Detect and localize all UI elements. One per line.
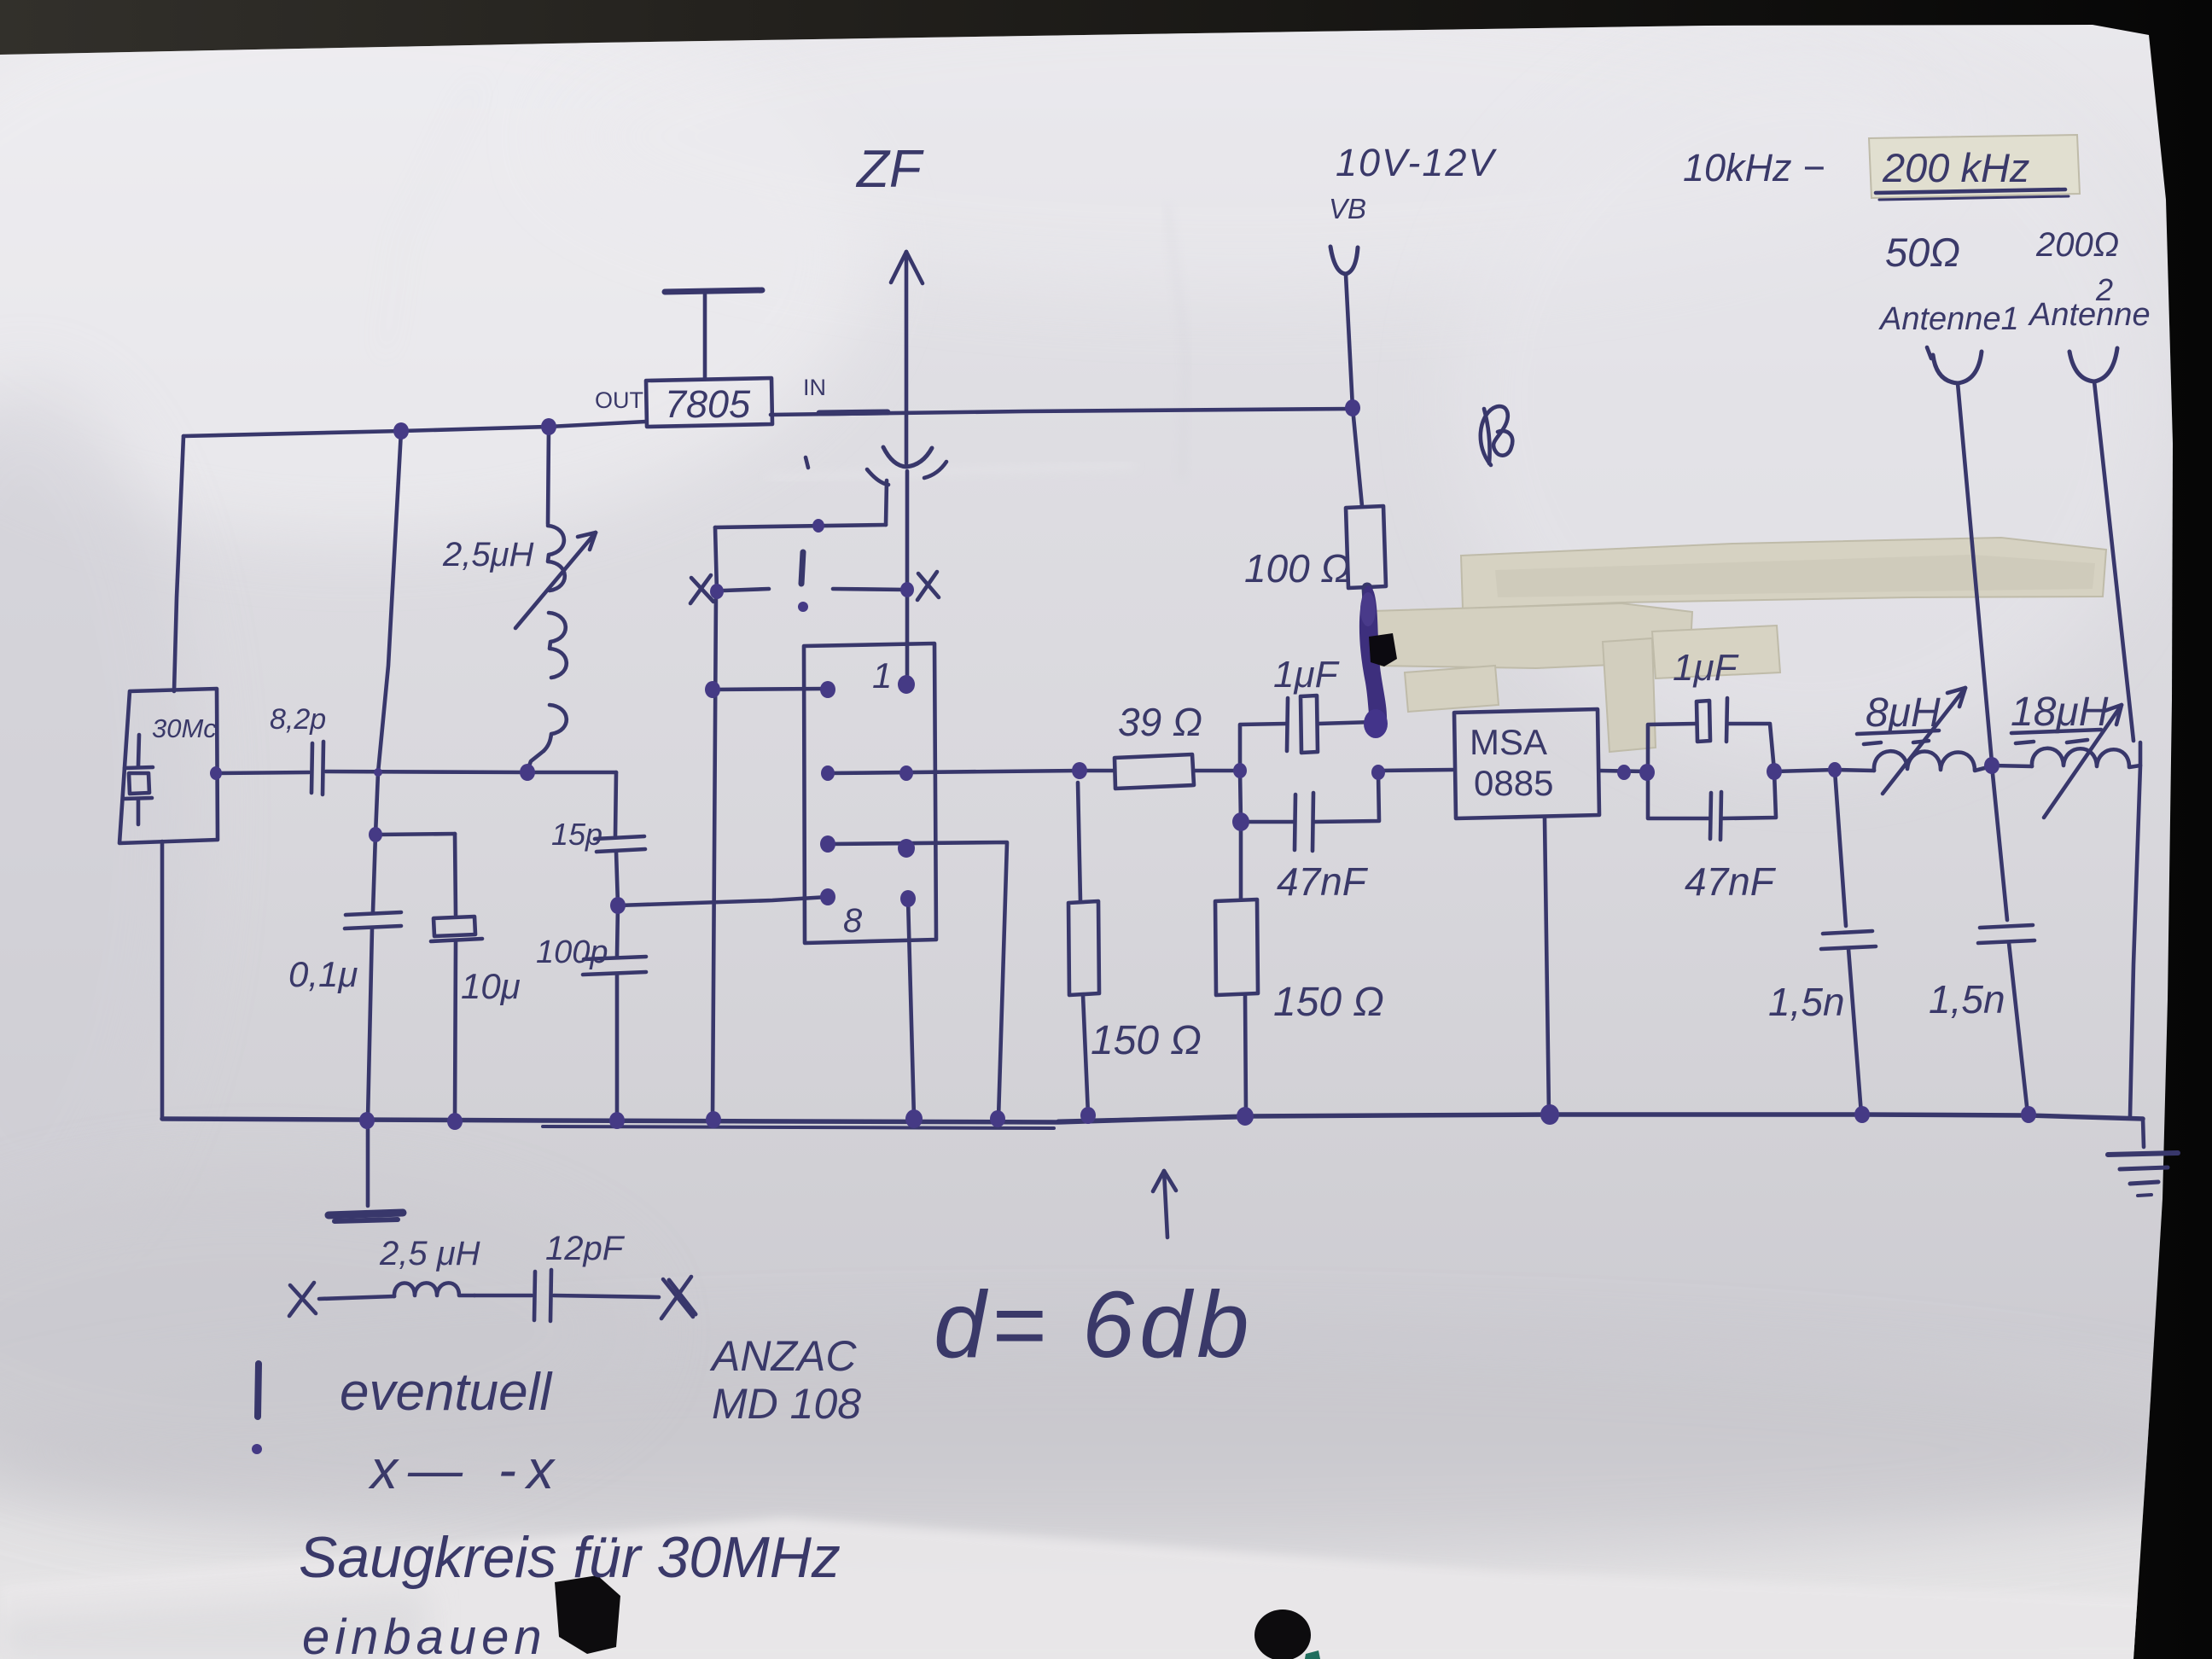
svg-text:eventuell: eventuell xyxy=(340,1363,553,1422)
svg-text:0885: 0885 xyxy=(1474,763,1553,803)
svg-text:OUT: OUT xyxy=(595,387,643,413)
svg-text:ZF: ZF xyxy=(855,140,924,199)
svg-text:Antenne: Antenne xyxy=(2028,297,2151,333)
svg-text:10V-12V: 10V-12V xyxy=(1336,141,1497,184)
svg-text:8μH: 8μH xyxy=(1866,690,1941,736)
svg-text:8: 8 xyxy=(843,902,863,940)
svg-text:d= 6db: d= 6db xyxy=(934,1272,1254,1377)
svg-text:100 Ω: 100 Ω xyxy=(1244,546,1351,591)
svg-text:IN: IN xyxy=(803,375,826,400)
svg-text:150 Ω: 150 Ω xyxy=(1273,980,1384,1025)
svg-text:Antenne1: Antenne1 xyxy=(1878,301,2019,337)
svg-text:2: 2 xyxy=(2095,272,2113,307)
svg-text:47nF: 47nF xyxy=(1685,859,1777,904)
svg-text:0,1μ: 0,1μ xyxy=(288,954,358,994)
svg-text:7805: 7805 xyxy=(665,382,751,426)
svg-text:MD 108: MD 108 xyxy=(712,1380,861,1428)
svg-text:MSA: MSA xyxy=(1470,722,1547,762)
svg-text:39 Ω: 39 Ω xyxy=(1118,700,1202,744)
svg-text:10μ: 10μ xyxy=(461,966,521,1006)
svg-text:200 kHz: 200 kHz xyxy=(1882,145,2029,190)
svg-text:x— -x: x— -x xyxy=(368,1439,564,1500)
svg-text:2,5μH: 2,5μH xyxy=(442,536,534,573)
svg-text:15p: 15p xyxy=(551,817,602,852)
svg-text:1μF: 1μF xyxy=(1673,647,1739,689)
svg-text:47nF: 47nF xyxy=(1277,859,1369,904)
svg-text:50Ω: 50Ω xyxy=(1885,230,1960,275)
svg-text:1,5n: 1,5n xyxy=(1929,977,2005,1022)
svg-text:1: 1 xyxy=(872,655,892,696)
svg-text:100p: 100p xyxy=(536,934,608,970)
svg-text:8,2p: 8,2p xyxy=(270,703,326,736)
svg-text:12pF: 12pF xyxy=(545,1230,626,1267)
svg-text:1,5n: 1,5n xyxy=(1768,980,1845,1024)
svg-text:1μF: 1μF xyxy=(1273,654,1340,696)
svg-text:150 Ω: 150 Ω xyxy=(1091,1018,1202,1063)
svg-text:einbauen: einbauen xyxy=(302,1610,547,1659)
svg-text:ANZAC: ANZAC xyxy=(709,1332,857,1380)
svg-text:Saugkreis für 30MHz: Saugkreis für 30MHz xyxy=(299,1525,841,1590)
svg-text:18μH: 18μH xyxy=(2011,690,2109,735)
svg-text:2,5 μH: 2,5 μH xyxy=(379,1235,480,1272)
svg-text:200Ω: 200Ω xyxy=(2035,226,2119,264)
svg-text:10kHz −: 10kHz − xyxy=(1683,146,1825,189)
svg-text:VB: VB xyxy=(1329,193,1366,224)
svg-text:30Mc: 30Mc xyxy=(152,713,217,743)
